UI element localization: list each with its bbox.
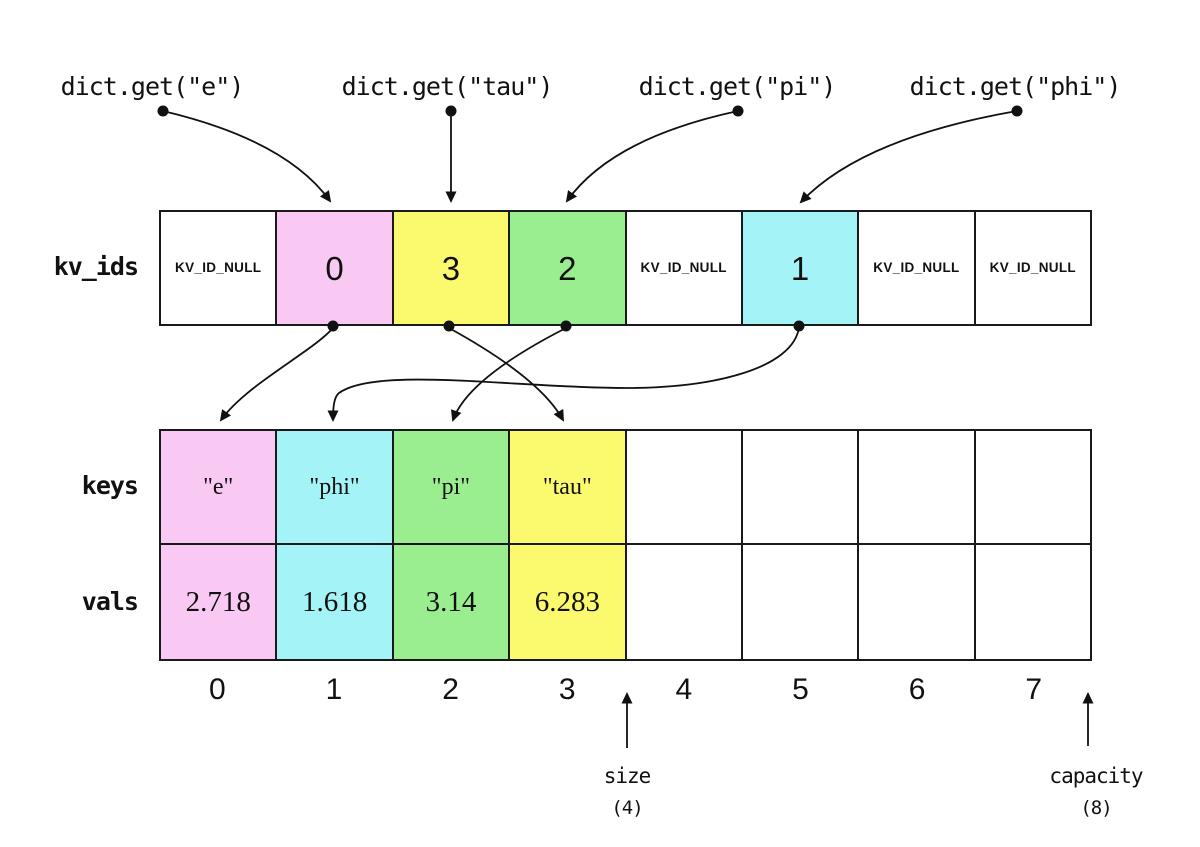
size-label: size	[603, 764, 652, 788]
kv-ids-cell-3: 2	[508, 212, 625, 324]
arrow-id2-to-keys2	[451, 327, 567, 422]
index-label-7: 7	[1025, 673, 1043, 706]
index-label-3: 3	[558, 673, 576, 706]
kv-ids-cell-7: KV_ID_NULL	[973, 212, 1090, 324]
kv-ids-row: KV_ID_NULL 0 3 2 KV_ID_NULL 1 KV_ID_NULL…	[159, 210, 1092, 326]
row-label-kv-ids: kv_ids	[53, 252, 139, 281]
vals-cell-5	[740, 545, 858, 659]
capacity-label: capacity	[1049, 764, 1143, 788]
keys-cell-3: "tau"	[508, 431, 625, 543]
index-label-0: 0	[208, 673, 226, 706]
arrow-get-pi-to-slot3	[565, 110, 739, 203]
keys-cell-7	[973, 431, 1090, 543]
keys-cell-4	[624, 431, 741, 543]
query-dot-phi	[1011, 105, 1023, 117]
query-label-get-tau: dict.get("tau")	[341, 72, 554, 101]
kv-ids-cell-2: 3	[391, 212, 509, 324]
vals-cell-0: 2.718	[161, 545, 276, 659]
size-annotation: size (4)	[547, 764, 707, 819]
kv-ids-cell-1: 0	[275, 212, 392, 324]
arrow-id0-to-keys0	[219, 327, 334, 422]
keys-cell-5	[740, 431, 858, 543]
index-label-2: 2	[442, 673, 459, 706]
keys-cell-2: "pi"	[391, 431, 509, 543]
vals-row: 2.718 1.618 3.14 6.283	[159, 543, 1092, 661]
arrow-id1-to-keys1	[327, 327, 800, 422]
keys-row: "e" "phi" "pi" "tau"	[159, 429, 1092, 545]
arrow-id3-to-keys3	[448, 327, 564, 422]
keys-cell-6	[857, 431, 974, 543]
row-label-keys: keys	[81, 471, 139, 500]
query-dot-pi	[732, 105, 744, 117]
size-value: (4)	[611, 797, 643, 819]
capacity-annotation: capacity (8)	[1016, 764, 1176, 819]
query-dot-tau	[445, 105, 457, 117]
kv-ids-cell-6: KV_ID_NULL	[857, 212, 974, 324]
capacity-value: (8)	[1080, 797, 1112, 819]
query-label-get-pi: dict.get("pi")	[638, 72, 837, 101]
query-dot-e	[157, 105, 169, 117]
index-label-6: 6	[908, 673, 926, 706]
vals-cell-1: 1.618	[275, 545, 392, 659]
index-label-4: 4	[675, 673, 693, 706]
arrow-get-e-to-slot1	[162, 110, 332, 203]
vals-cell-4	[624, 545, 741, 659]
vals-cell-2: 3.14	[391, 545, 509, 659]
kv-ids-cell-5: 1	[740, 212, 858, 324]
vals-cell-6	[857, 545, 974, 659]
row-label-vals: vals	[81, 587, 139, 616]
query-label-get-e: dict.get("e")	[60, 72, 245, 101]
kv-ids-cell-0: KV_ID_NULL	[161, 212, 276, 324]
kv-ids-cell-4: KV_ID_NULL	[624, 212, 741, 324]
vals-cell-3: 6.283	[508, 545, 625, 659]
vals-cell-7	[973, 545, 1090, 659]
index-label-5: 5	[792, 673, 809, 706]
index-label-1: 1	[325, 673, 343, 706]
query-label-get-phi: dict.get("phi")	[909, 72, 1122, 101]
keys-cell-1: "phi"	[275, 431, 392, 543]
slot-indices: 0 1 2 3 4 5 6 7	[159, 672, 1092, 708]
arrow-get-phi-to-slot5	[799, 110, 1018, 204]
keys-cell-0: "e"	[161, 431, 276, 543]
